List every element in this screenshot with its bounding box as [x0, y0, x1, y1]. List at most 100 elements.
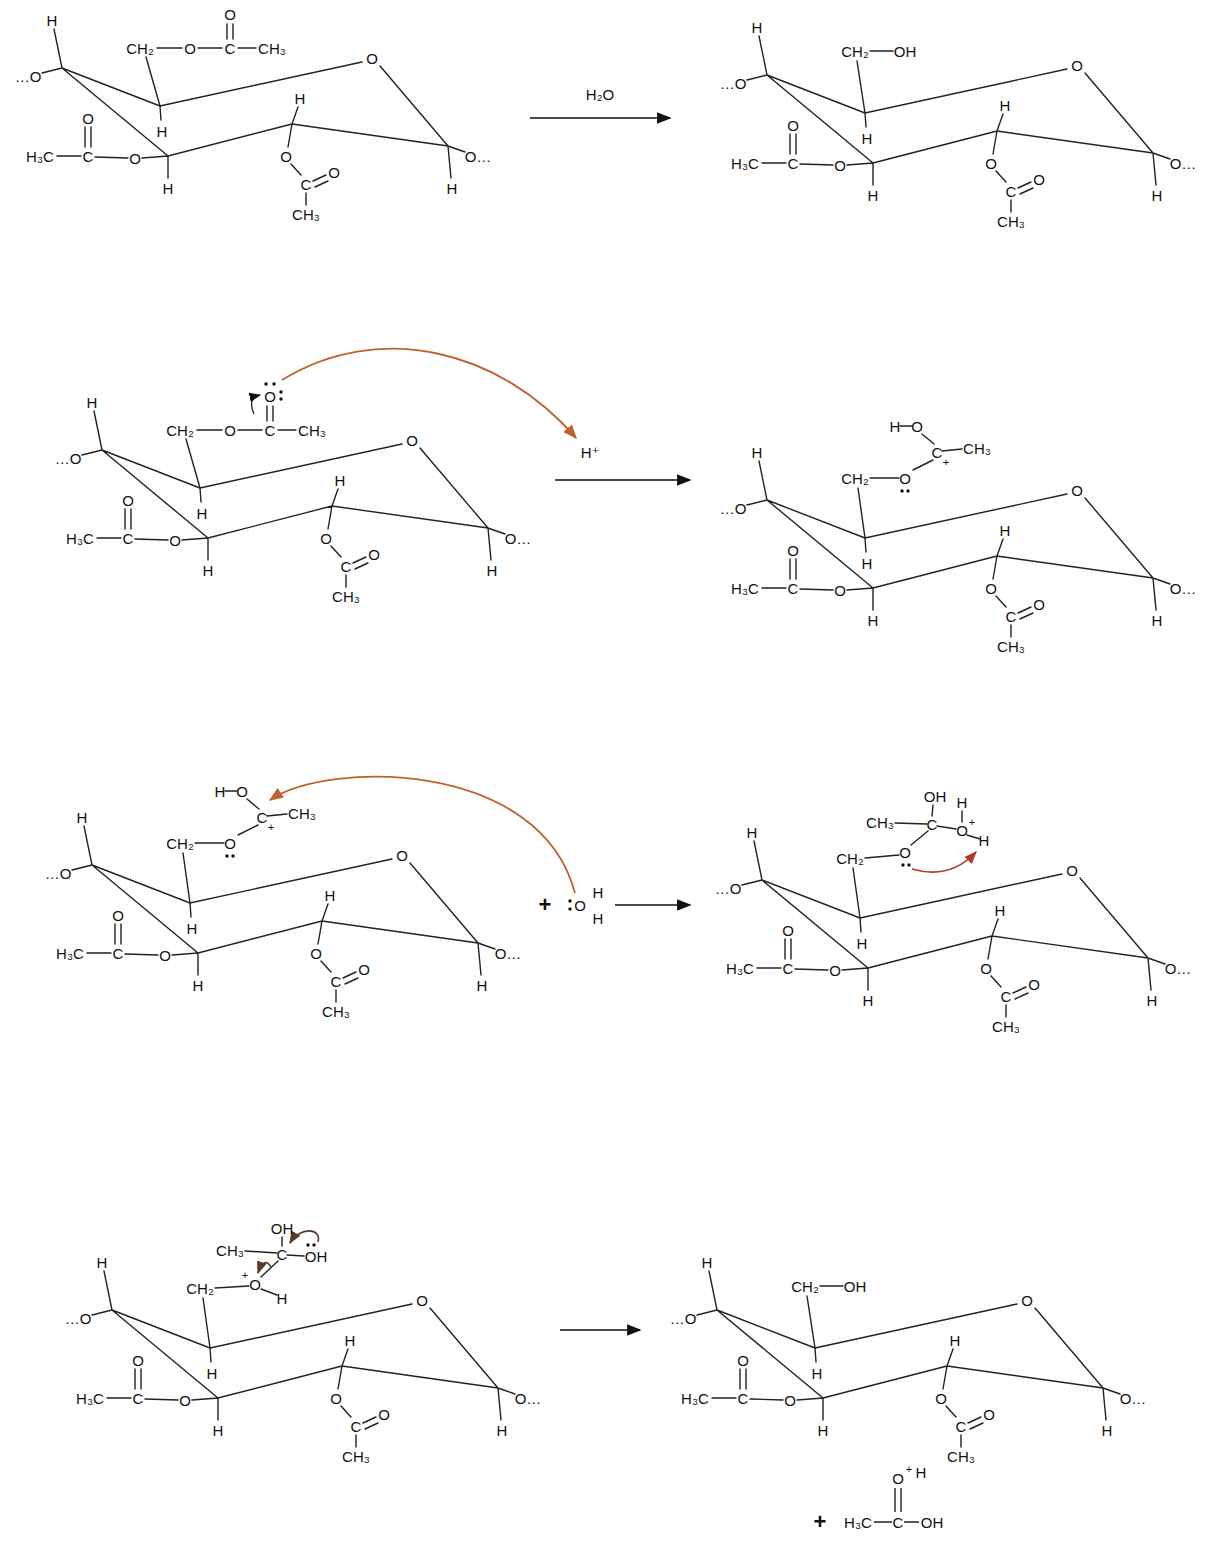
atom-label: H	[702, 1255, 713, 1270]
atom-label: C	[265, 423, 276, 438]
atom-label: O	[396, 848, 408, 863]
atom-label: O	[224, 836, 236, 851]
atom-label: H	[1147, 993, 1158, 1008]
atom-label: H	[163, 181, 174, 196]
atom-label: O	[236, 784, 248, 799]
electron-arrow	[270, 777, 575, 893]
ring-structure	[747, 426, 1170, 637]
atom-label: H	[862, 556, 873, 571]
atom-label: OH	[921, 1515, 944, 1530]
atom-label: O…	[465, 149, 492, 164]
atom-label: H	[277, 1291, 288, 1306]
atom-label: O	[574, 898, 586, 913]
atom-label: H	[1152, 188, 1163, 203]
atom-label: H₃C	[56, 946, 84, 961]
atom-label: O	[249, 1277, 261, 1292]
reaction-arrow	[555, 479, 690, 481]
atom-label: O	[935, 1391, 947, 1406]
atom-label: CH₃	[963, 441, 991, 456]
atom-label: O	[406, 433, 418, 448]
atom-label: H	[593, 911, 604, 926]
atom-label: CH₂	[166, 423, 194, 438]
atom-label: CH₃	[288, 806, 316, 821]
ring-structure	[82, 382, 505, 587]
atom-label: CH₂	[791, 1279, 819, 1294]
atom-label: O	[122, 493, 134, 508]
atom-label: H₃C	[731, 156, 759, 171]
ring-structure	[742, 805, 1165, 1017]
atom-label: O	[378, 1407, 390, 1422]
charge-sign: +	[268, 822, 274, 833]
atom-label: O	[1033, 597, 1045, 612]
atom-label: O	[320, 531, 332, 546]
ring-structure	[42, 24, 465, 205]
charge-sign: +	[242, 1270, 248, 1281]
atom-label: C	[893, 1515, 904, 1530]
atom-label: H	[890, 419, 901, 434]
atom-label: H	[87, 395, 98, 410]
atom-label: O	[330, 1391, 342, 1406]
atom-label: CH₃	[997, 639, 1025, 654]
atom-label: C	[738, 1391, 749, 1406]
atom-label: O…	[515, 1391, 542, 1406]
atom-label: H	[157, 124, 168, 139]
atom-label: O	[328, 165, 340, 180]
atom-label: O	[224, 7, 236, 22]
atom-label: O	[834, 158, 846, 173]
atom-label: H₃C	[731, 581, 759, 596]
charge-sign: +	[943, 457, 949, 468]
atom-label: O	[184, 41, 196, 56]
atom-label: CH₃	[947, 1449, 975, 1464]
atom-label: C	[1006, 609, 1017, 624]
atom-label: O	[892, 1471, 904, 1486]
atom-label: O…	[495, 946, 522, 961]
reaction-arrow	[530, 117, 670, 119]
atom-label: H	[857, 936, 868, 951]
reaction-arrow	[615, 904, 690, 906]
atom-label: H	[203, 563, 214, 578]
atom-label: H	[295, 91, 306, 106]
atom-label: H	[995, 903, 1006, 918]
atom-label: H₃C	[26, 149, 54, 164]
atom-label: O	[1066, 863, 1078, 878]
atom-label: C	[956, 1419, 967, 1434]
ring-structure	[92, 1231, 515, 1447]
atom-label: H	[193, 978, 204, 993]
atom-label: H	[979, 833, 990, 848]
atom-label: CH₃	[258, 41, 286, 56]
atom-label: H	[335, 473, 346, 488]
atom-label: H₃C	[681, 1391, 709, 1406]
atom-label: …O	[670, 1311, 697, 1326]
electron-arrow	[282, 349, 576, 438]
atom-label: H	[747, 825, 758, 840]
atom-label: H	[812, 1366, 823, 1381]
atom-label: C	[788, 581, 799, 596]
atom-label: O	[899, 471, 911, 486]
atom-label: H	[97, 1255, 108, 1270]
charge-sign: +	[906, 1464, 912, 1475]
atom-label: O…	[505, 531, 532, 546]
atom-label: O	[368, 547, 380, 562]
atom-label: H	[197, 506, 208, 521]
atom-label: H	[752, 20, 763, 35]
atom-label: O	[980, 961, 992, 976]
atom-label: O…	[1165, 961, 1192, 976]
atom-label: O	[1028, 977, 1040, 992]
atom-label: CH₃	[292, 207, 320, 222]
atom-label: H	[215, 784, 226, 799]
atom-label: C	[301, 177, 312, 192]
atom-label: H⁺	[581, 445, 600, 460]
atom-label: C	[351, 1419, 362, 1434]
atom-label: CH₂	[126, 41, 154, 56]
atom-label: H	[862, 131, 873, 146]
atom-label: H	[752, 445, 763, 460]
atom-label: …O	[720, 501, 747, 516]
atom-label: …O	[715, 881, 742, 896]
atom-label: …O	[55, 451, 82, 466]
atom-label: H	[477, 978, 488, 993]
atom-label: H	[207, 1366, 218, 1381]
atom-label: C	[113, 946, 124, 961]
atom-label: O	[358, 962, 370, 977]
atom-label: …O	[45, 866, 72, 881]
atom-label: H	[487, 563, 498, 578]
